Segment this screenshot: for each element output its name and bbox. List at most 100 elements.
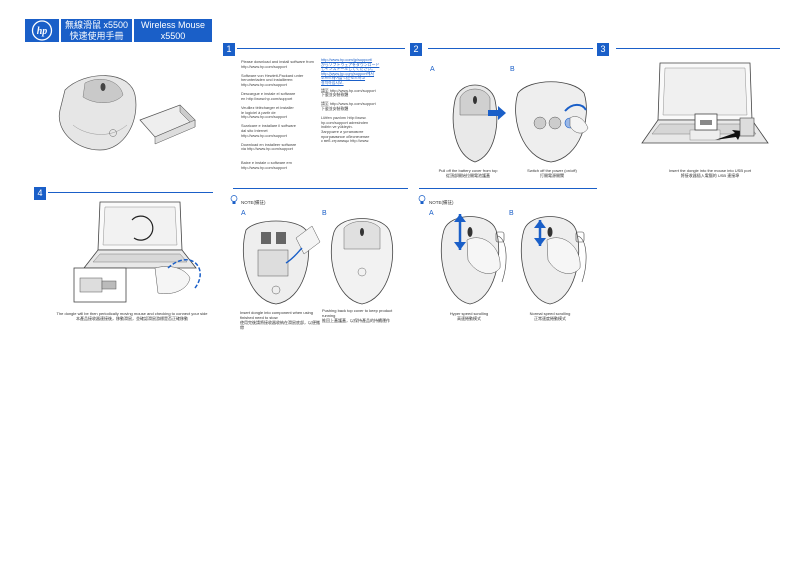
panel2-caption-b-en: Switch off the power (on/off) [527, 168, 577, 173]
normal-scroll-illustration [520, 216, 587, 305]
panel1-text-line: Veuillez télécharger et installer [241, 104, 294, 110]
panel1-text-line: hp.com/support adresinden [321, 119, 369, 125]
panel5-caption-a: Insert dongle into component when using … [240, 310, 320, 330]
panel5-caption-b-zh: 推回上蓋護蓋，以保持產品的持續運作 [322, 318, 390, 323]
panel1-text-line: Scaricare e installare il software [241, 123, 296, 129]
rotate-arrow-icon [131, 215, 154, 241]
panel1-text-line: Please download and install software fro… [241, 59, 314, 64]
panel5-caption-a-en: Insert dongle into component when using … [240, 310, 313, 320]
arrow-insert-icon [715, 130, 742, 140]
panel1-text-line: Загрузите и установите [321, 128, 364, 134]
title-en-line1: Wireless Mouse [140, 20, 205, 30]
subtitle-zh: 快速使用手冊 [69, 31, 124, 41]
panel2-caption-b-zh: 打開電源開關 [540, 173, 564, 178]
step-1-rule [237, 48, 405, 49]
step-2-rule [428, 48, 593, 49]
laptop-usb-illustration [641, 62, 769, 144]
title-bar-zh: 無線滑鼠 x5500 快速使用手冊 [61, 19, 132, 42]
arrow-up-icon [534, 220, 546, 228]
panel1-support-link[interactable]: からソフトウェアをダウンロード [321, 61, 380, 67]
laptop-mouse-pairing-illustration [73, 201, 201, 303]
panel3-caption: Insert the dongle into the mouse into US… [645, 168, 775, 178]
panel1-text-line: программное обеспечение [321, 133, 370, 139]
panel3-caption-zh: 將接收器插入電腦的 USB 連接埠 [680, 173, 740, 178]
title-en-line2: x5500 [160, 31, 186, 41]
panel1-col2: http://www.hp.com/jp/support/からソフトウェアをダウ… [321, 57, 403, 144]
panel2-caption-b: Switch off the power (on/off) 打開電源開關 [512, 168, 592, 178]
panel1-text-line: en http://www.hp.com/support [241, 95, 293, 101]
panel1-text-line: http://www.hp.com/support [241, 81, 287, 87]
panel1-text-line: Baixe e instale o software em [241, 160, 292, 166]
panel1-support-link[interactable]: http://www.hp.com/jp/support/ [321, 57, 373, 62]
title-zh: 無線滑鼠 x5500 [64, 20, 129, 30]
panel2-label-b: B [510, 66, 515, 73]
panel5-caption-b: Pushing back top cover to keep product r… [322, 308, 406, 323]
step-2-badge: 2 [410, 43, 422, 56]
panel1-text-line: http://www.hp.com/support [241, 63, 287, 69]
mouse-bottom-power-switch-illustration [515, 81, 589, 163]
panel1-text-line: с веб-страницы http://www. [321, 138, 370, 144]
panel1-support-link[interactable]: http://www.hp.com/support에서 [321, 70, 375, 76]
mouse-top-battery-cover-illustration [452, 84, 506, 163]
panel3-caption-en: Insert the dongle into the mouse into US… [668, 168, 752, 173]
mouse-dongle-storage-illustration [243, 220, 321, 305]
panel6-label-a: A [429, 210, 434, 217]
step-4-badge: 4 [34, 187, 46, 200]
panel1-text-line: 請至 http://www.hp.com/support [321, 101, 376, 107]
panel5-label-b: B [322, 210, 327, 217]
hp-logo-text: hp [37, 26, 48, 37]
step-1-badge: 1 [223, 43, 235, 56]
panel5-label-a: A [241, 210, 246, 217]
panel6-label-b: B [509, 210, 514, 217]
panel6-caption-b: Normal speed scrolling 正常速度捲動模式 [510, 311, 590, 321]
panel2-caption-a-zh: 從頂部開始拉開電池護蓋 [446, 173, 490, 178]
panel6-caption-b-zh: 正常速度捲動模式 [534, 316, 566, 321]
panel1-text-line: via http://www.hp.com/support [241, 146, 293, 152]
panel2-caption-a-en: Pull off the battery cover from top [438, 168, 498, 173]
note2-rule [419, 188, 597, 189]
panel1-support-link[interactable]: 설치하십시오. [321, 79, 344, 85]
panel4-caption-en: The dongle will be then periodically mov… [56, 311, 208, 316]
panel4-caption-zh: 本產品接收器連接後，移動滑鼠，並確認滑鼠游標是否正確移動 [76, 316, 188, 321]
panel5-caption-a-zh: 使用完後請將接收器收納在滑鼠底部，以便攜帶 [240, 320, 320, 330]
panel1-text-line: Download en installeer software [241, 141, 297, 147]
panel1-text-line: dal sito Internet [241, 127, 268, 133]
panel1-text-line: Software von Hewlett-Packard unter [241, 72, 304, 78]
panel6-caption-a-en: Hyper speed scrolling [449, 311, 489, 316]
cover-mouse-illustration [58, 75, 196, 151]
panel1-text-line: 下載並安裝軟體 [321, 92, 349, 98]
panel1-support-link[interactable]: しインストールしてください。 [321, 66, 376, 72]
panel1-support-link[interactable]: 소프트웨어를 다운로드하고 [321, 75, 366, 81]
panel1-text-line: http://www.hp.com/support [241, 114, 287, 120]
arrow-down-icon [454, 242, 466, 250]
panel1-col1: Please download and install software fro… [241, 59, 316, 170]
panel1-text-line: indirin ve yükleyin. [321, 124, 353, 130]
panel1-text-line: Lütfen yazılımı http://www. [321, 115, 367, 121]
panel1-text-line: Descargue e instale el software [241, 91, 296, 97]
lightbulb-icon [230, 195, 238, 204]
note1-rule [233, 188, 408, 189]
lightbulb-icon [418, 195, 426, 204]
arrow-up-icon [454, 214, 466, 222]
arrow-down-icon [534, 238, 546, 246]
panel2-label-a: A [430, 66, 435, 73]
title-bar-en: Wireless Mouse x5500 [134, 19, 212, 42]
hyper-scroll-illustration [440, 214, 507, 305]
note2-label: NOTE(備註) [429, 200, 454, 205]
panel1-text-line: http://www.hp.com/support [241, 132, 287, 138]
step-3-rule [616, 48, 780, 49]
panel4-caption: The dongle will be then periodically mov… [48, 311, 216, 321]
step-3-badge: 3 [597, 43, 609, 56]
arrow-right-icon [488, 106, 506, 120]
panel6-caption-b-en: Normal speed scrolling [529, 311, 571, 316]
note1-label: NOTE(備註) [241, 200, 266, 205]
panel1-text-line: http://www.hp.com/support [241, 164, 287, 170]
hp-logo: hp [25, 19, 59, 42]
mouse-top-cover-illustration [330, 218, 394, 305]
panel1-text-line: herunterladen und installieren: [241, 77, 294, 83]
panel6-caption-a-zh: 高速捲動模式 [457, 316, 481, 321]
panel5-caption-b-en: Pushing back top cover to keep product r… [322, 308, 393, 318]
panel1-text-line: 下載並安裝軟體 [321, 105, 349, 111]
panel1-text-line: le logiciel à partir de [241, 109, 276, 115]
hp-logo-icon: hp [31, 20, 53, 41]
